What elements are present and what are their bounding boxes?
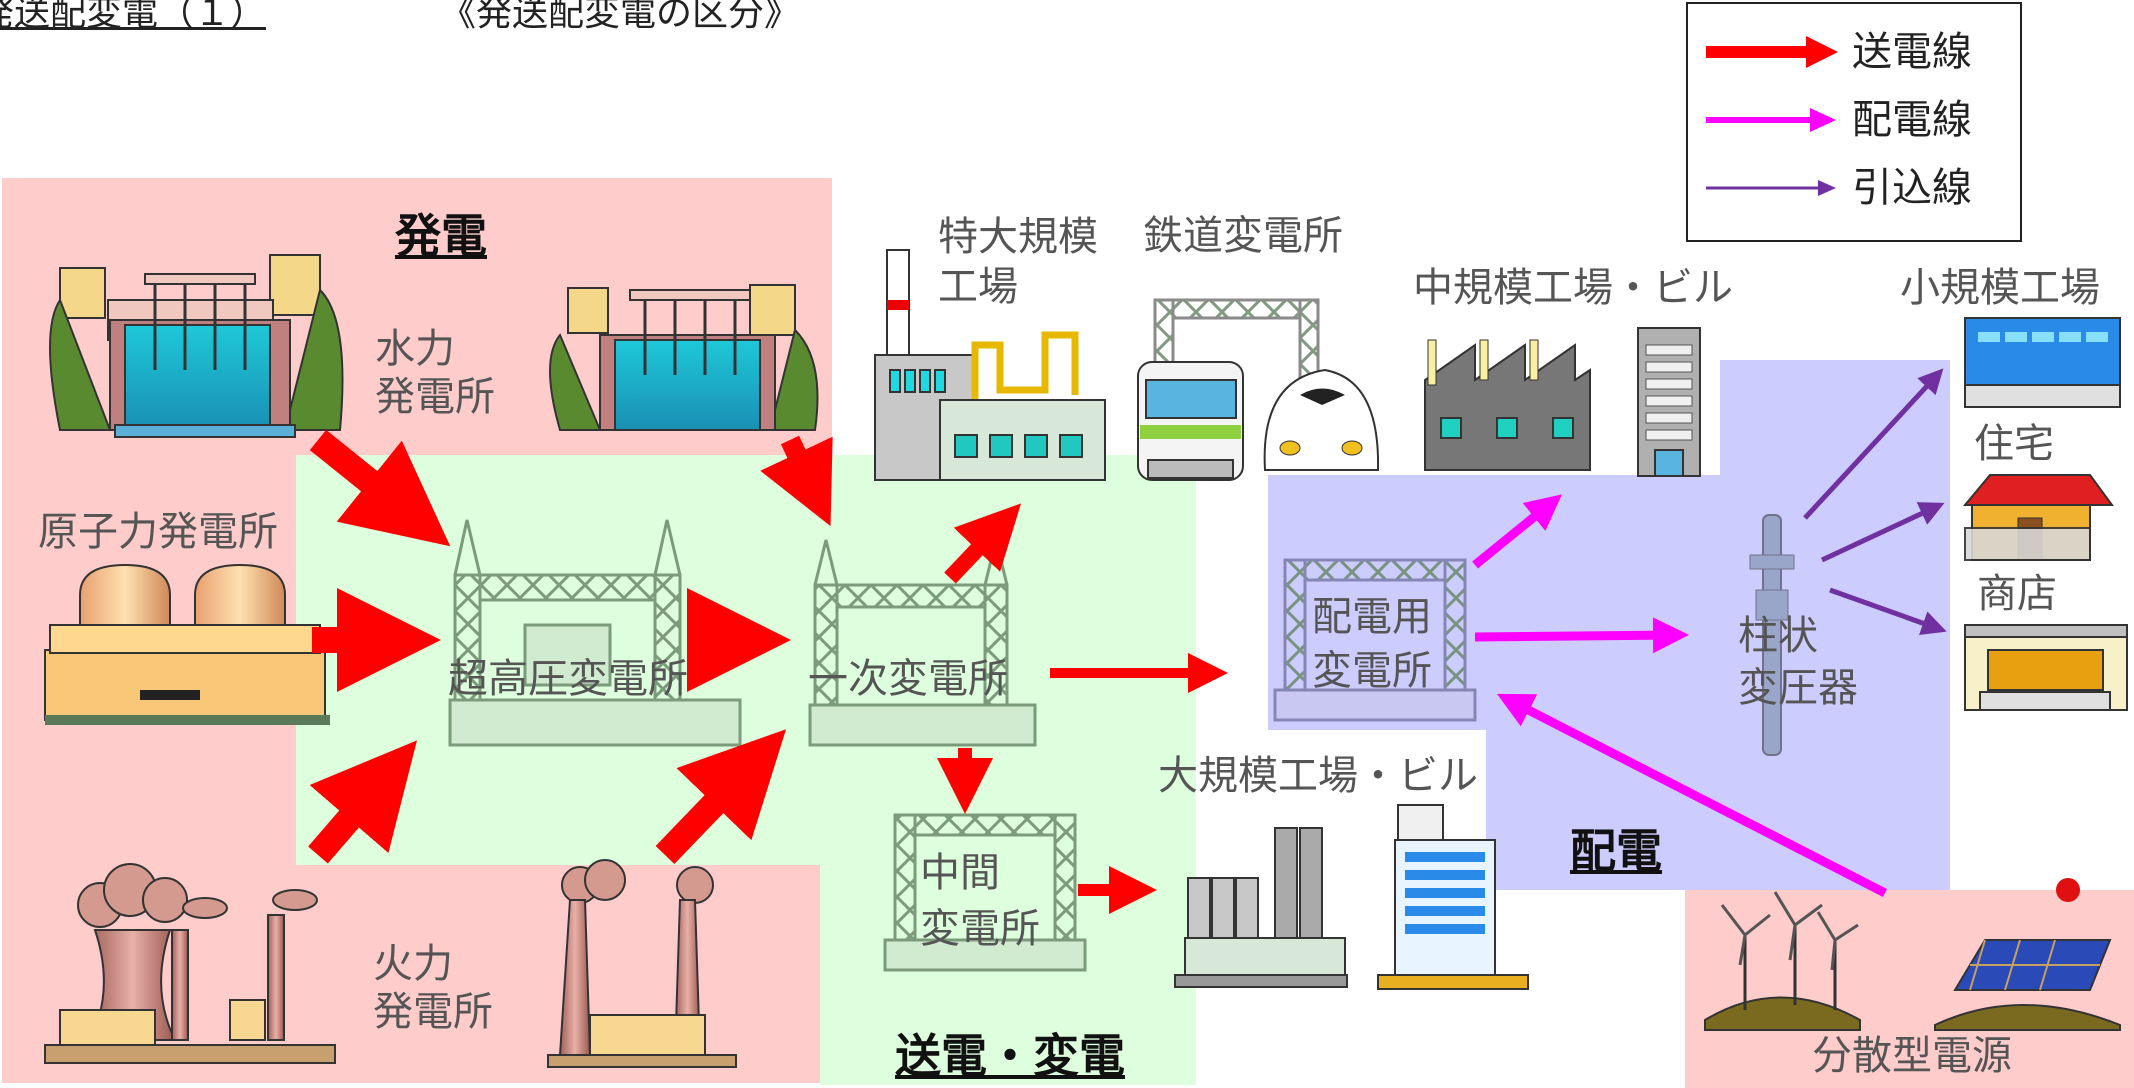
label-railway-substation: 鉄道変電所 xyxy=(1143,213,1343,259)
legend-swatch-service-drop xyxy=(1706,180,1836,196)
legend-item-transmission: 送電線 xyxy=(1702,28,2012,78)
office-building-icon xyxy=(1377,804,1529,990)
label-large-factory: 大規模工場・ビル xyxy=(1158,753,1478,799)
nuclear-plant-icon xyxy=(44,563,330,725)
label-pole-transformer: 柱状 変圧器 xyxy=(1738,613,1858,711)
legend-label: 送電線 xyxy=(1852,29,1972,75)
hydro-dam-icon xyxy=(49,254,344,438)
substation-tower-icon xyxy=(1273,558,1477,722)
wind-turbine-icon xyxy=(1704,891,1861,1031)
section-transmission: 送電・変電 xyxy=(895,1029,1125,1083)
distribution-line xyxy=(1472,494,1888,898)
label-small-factory: 小規模工場 xyxy=(1900,265,2100,311)
factory-icon xyxy=(1174,827,1348,988)
train-icon xyxy=(1137,361,1244,481)
legend-swatch-transmission xyxy=(1706,36,1838,68)
label-primary-substation: 一次変電所 xyxy=(808,656,1008,702)
label-intermediate-substation: 中間 変電所 xyxy=(920,850,1040,952)
label-huge-factory: 特大規模 工場 xyxy=(938,214,1098,310)
label-nuclear: 原子力発電所 xyxy=(38,509,278,555)
label-hydro: 水力 発電所 xyxy=(375,326,495,420)
legend-item-service-drop: 引込線 xyxy=(1702,164,2012,214)
label-distribution-substation: 配電用 変電所 xyxy=(1312,594,1432,694)
thermal-plant-icon xyxy=(547,859,737,1068)
substation-tower-icon xyxy=(808,539,1037,747)
solar-panel-icon xyxy=(1934,878,2121,1031)
transmission-line xyxy=(308,429,1228,914)
pole-transformer-icon xyxy=(1749,514,1795,756)
train-icon xyxy=(1263,368,1380,471)
section-generation: 発電 xyxy=(395,209,487,263)
page-subtitle: 《発送配変電の区分》 xyxy=(440,0,801,34)
substation-tower-icon xyxy=(883,813,1087,972)
house-icon xyxy=(1962,474,2114,561)
office-building-icon xyxy=(1637,327,1701,477)
hydro-dam-icon xyxy=(549,284,819,431)
legend-label: 引込線 xyxy=(1852,165,1972,211)
factory-icon xyxy=(874,249,1106,481)
section-distribution: 配電 xyxy=(1570,824,1662,878)
service-drop-line xyxy=(1803,368,1947,636)
label-house: 住宅 xyxy=(1974,421,2054,467)
thermal-plant-icon xyxy=(44,863,336,1064)
legend-swatch-distribution xyxy=(1706,108,1836,132)
legend-item-distribution: 配電線 xyxy=(1702,96,2012,146)
shop-icon xyxy=(1964,624,2128,711)
label-shop: 商店 xyxy=(1977,571,2057,617)
legend-label: 配電線 xyxy=(1852,97,1972,143)
page-title: 発送配変電（１） xyxy=(0,0,267,34)
label-thermal: 火力 発電所 xyxy=(373,941,493,1035)
label-mid-factory: 中規模工場・ビル xyxy=(1413,265,1733,311)
label-uhv-substation: 超高圧変電所 xyxy=(448,656,688,702)
legend: 送電線 配電線 引込線 xyxy=(1686,2,2022,242)
factory-icon xyxy=(1424,339,1591,471)
label-distributed-generation: 分散型電源 xyxy=(1812,1033,2012,1079)
factory-icon xyxy=(1964,317,2121,408)
